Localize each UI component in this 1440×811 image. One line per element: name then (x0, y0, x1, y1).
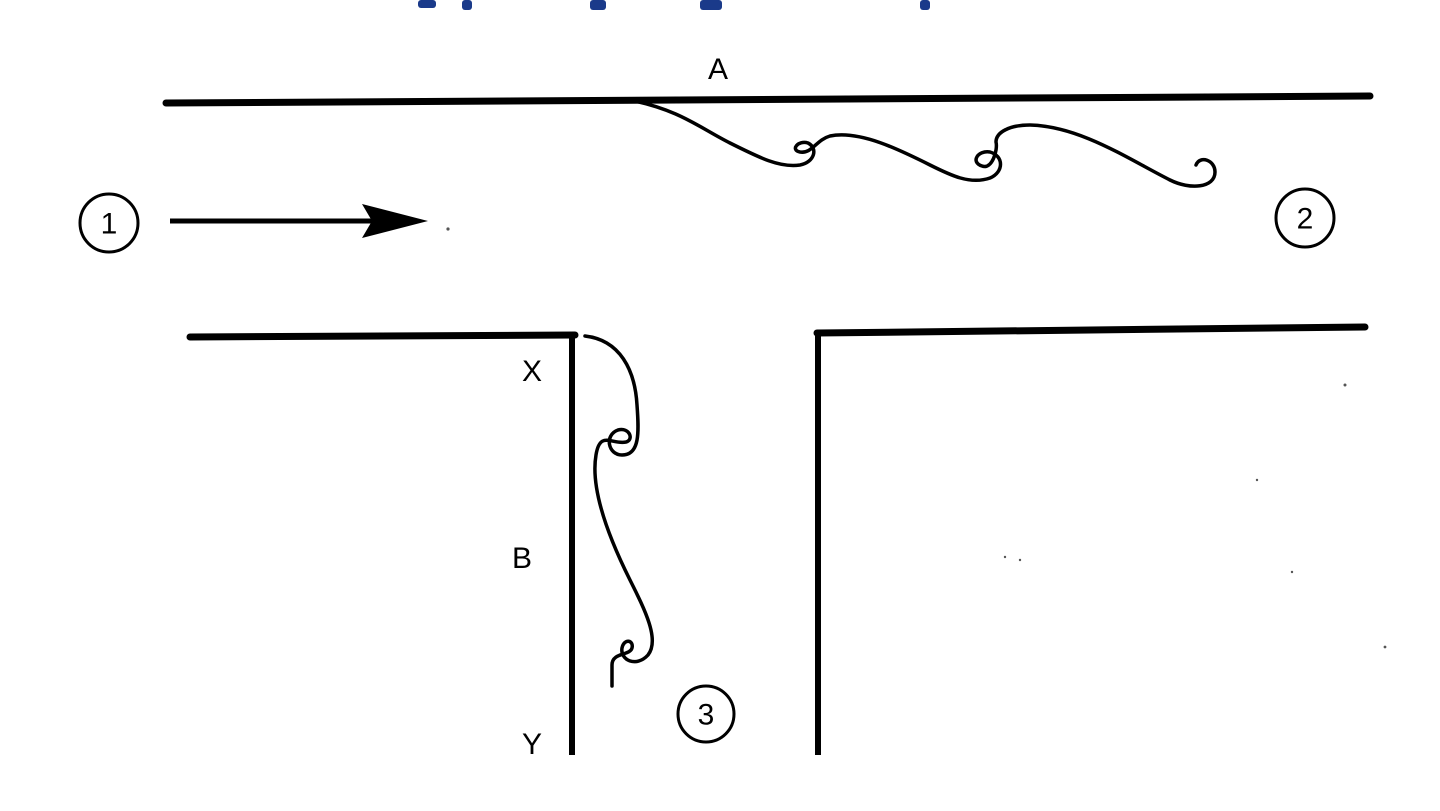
top-wall-vortex-curve (628, 98, 1217, 188)
main-duct-bottom-right-wall (813, 323, 1369, 337)
corner-x-label: X (522, 355, 542, 388)
corner-y-label: Y (522, 728, 542, 761)
station-1-marker: 1 (78, 192, 140, 254)
branch-wall-vortex-curve (583, 334, 654, 688)
station-2-marker: 2 (1274, 187, 1336, 249)
top-wall-label: A (708, 53, 728, 86)
svg-text:2: 2 (1297, 203, 1314, 236)
cut-off-heading-fragment (418, 0, 930, 10)
branch-wall-label: B (512, 542, 532, 575)
main-duct-bottom-left-wall (186, 331, 579, 341)
main-duct-top-wall (162, 92, 1374, 107)
inlet-flow-arrow (170, 204, 428, 238)
scan-specks (1003, 383, 1387, 649)
svg-text:3: 3 (698, 699, 715, 732)
station-3-marker: 3 (676, 684, 736, 744)
svg-text:1: 1 (101, 208, 118, 241)
